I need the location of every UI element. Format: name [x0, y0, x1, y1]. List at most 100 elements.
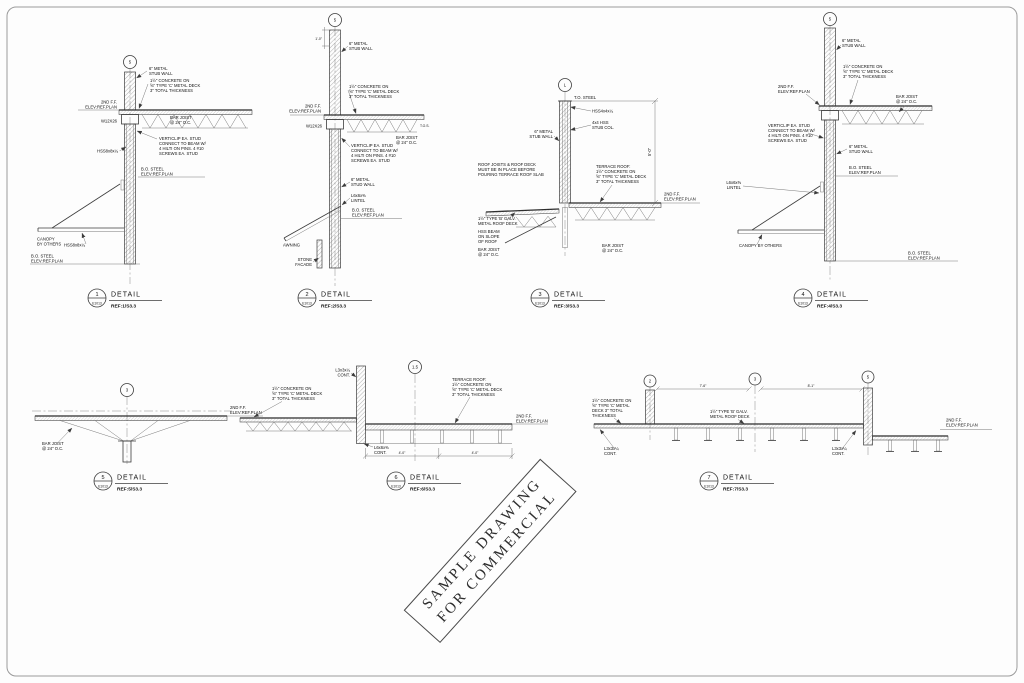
dimension-lines [654, 386, 865, 392]
detail-2-drawing: 5 [283, 13, 425, 286]
detail-sheet: E1013 [535, 302, 545, 306]
note-2nd-ff: 2ND F.F.ELEV:REF.PLAN [946, 418, 978, 428]
detail-number: 5 [101, 475, 104, 481]
detail-3-titleblock: 3 E1013 DETAIL REF:3/S3.3 [530, 288, 605, 310]
detail-title: DETAIL [111, 292, 141, 299]
detail-5-notes: 2ND F.F.ELEV:REF.PLAN BAR JOIST@ 24" O.C… [42, 405, 262, 451]
lower-deck-posts [886, 439, 942, 452]
detail-title: DETAIL [723, 475, 753, 482]
awning-framing [283, 205, 342, 242]
note-2nd-ff: 2ND F.F.ELEV:REF.PLAN [778, 84, 810, 94]
detail-title: DETAIL [817, 292, 847, 299]
canopy-framing [37, 179, 125, 232]
grid-bubble: 5 [334, 18, 337, 23]
detail-7-drawing: 2 3 5 [593, 370, 992, 455]
dim-stub-height: 1'-0" [315, 37, 323, 41]
note-2nd-ff: 2ND F.F.ELEV:REF.PLAN [664, 192, 696, 202]
detail-title: DETAIL [554, 292, 584, 299]
note-hss-top: HSS4x4x¼ [592, 109, 613, 114]
dim-left: 4'-0" [399, 451, 407, 455]
note-roof-deck: 1½" TYPE 'B' GALV.METAL ROOF DECK [478, 216, 518, 226]
detail-4-titleblock: 4 E1013 DETAIL REF:4/S3.3 [793, 288, 868, 310]
grid-bubble: 3 [126, 388, 129, 393]
detail-6-drawing: 1.5 [239, 360, 548, 461]
note-tos: T.O.S. [420, 124, 429, 128]
dim-right: 4'-0" [472, 451, 480, 455]
detail-number: 7 [707, 475, 710, 481]
detail-2-titleblock: 2 E1013 DETAIL REF:2/S3.3 [297, 288, 372, 310]
detail-sheet: E1013 [302, 302, 312, 306]
detail-sheet: E1013 [391, 485, 401, 489]
note-to-steel: T.O. STEEL [574, 95, 597, 100]
leader-lines [312, 45, 357, 263]
leader-lines [57, 427, 73, 443]
note-2nd-ff: 2ND F.F.ELEV:REF.PLAN [516, 414, 548, 424]
note-bar-joist: BAR JOIST@ 24" O.C. [42, 441, 64, 451]
note-hss-column: HSS8x8x¼ [97, 149, 118, 154]
leader-lines [599, 417, 857, 450]
detail-ref: REF:3/S3.3 [554, 304, 579, 310]
note-awning: AWNING [283, 243, 300, 248]
dimension-lines [362, 448, 515, 459]
grid-bubble: L [564, 83, 567, 88]
detail-sheet: E1013 [798, 302, 808, 306]
detail-5-titleblock: 5 E1013 DETAIL REF:5/S3.3 [93, 471, 168, 493]
detail-6-titleblock: 6 E1013 DETAIL REF:6/S3.3 [386, 471, 461, 493]
note-roof-deck: 1½" TYPE 'B' GALV.METAL ROOF DECK [710, 409, 750, 419]
detail-1-titleblock: 1 E1013 DETAIL REF:1/S3.3 [87, 288, 162, 310]
leader-lines [81, 70, 158, 245]
dimension-5ft [651, 97, 659, 207]
detail-number: 2 [305, 292, 308, 298]
sheet-border [6, 6, 1018, 677]
detail-4-drawing: 5 [737, 12, 958, 280]
note-bar-joist-right: BAR JOIST@ 24" O.C. [602, 243, 624, 253]
detail-ref: REF:6/S3.3 [410, 487, 435, 493]
note-2nd-ff: 2ND F.F.ELEV:REF.PLAN [289, 104, 321, 114]
note-beam-size: W12X26 [306, 124, 323, 129]
detail-number: 1 [95, 292, 98, 298]
detail-ref: REF:5/S3.3 [117, 487, 142, 493]
detail-5-drawing: 3 [32, 383, 263, 464]
detail-sheet: E1013 [92, 302, 102, 306]
detail-title: DETAIL [117, 475, 147, 482]
detail-ref: REF:4/S3.3 [817, 304, 842, 310]
note-bar-joist: BAR JOIST@ 24" O.C. [896, 94, 918, 104]
detail-title: DETAIL [321, 292, 351, 299]
dim-left: 7'-6" [700, 384, 708, 388]
detail-number: 4 [801, 292, 804, 298]
leader-lines [506, 106, 613, 221]
note-hss-canopy: HSS8x8x¼ [64, 243, 85, 248]
note-bar-joist-left: BAR JOIST@ 24" O.C. [478, 247, 500, 257]
detail-sheet: E1013 [704, 485, 714, 489]
canopy-framing [737, 181, 824, 234]
grid-bubble-mid: 3 [754, 377, 757, 382]
